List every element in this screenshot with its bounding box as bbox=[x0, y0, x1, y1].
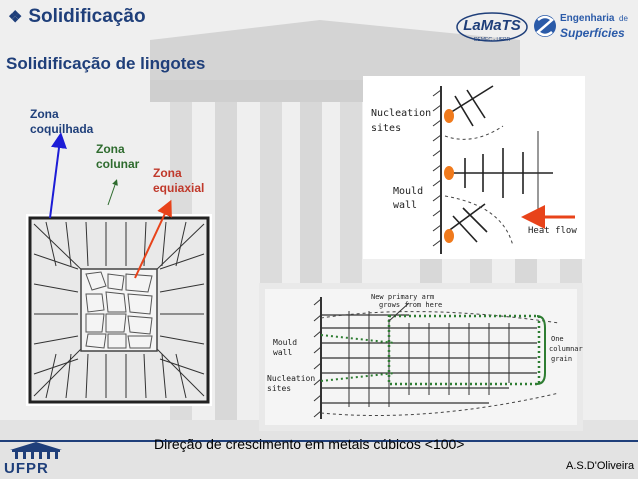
engenharia-logo: Engenharia de Superfícies bbox=[534, 13, 628, 40]
one-columnar-grain-label-3: grain bbox=[551, 355, 572, 363]
diamond-bullet-icon: ❖ bbox=[8, 9, 23, 26]
lamats-logo-subtext: DEMEC - UFPR bbox=[474, 37, 511, 43]
lamats-logo: LaMaTS DEMEC - UFPR bbox=[456, 12, 528, 43]
engenharia-logo-de: de bbox=[619, 14, 628, 23]
columnar-grain-diagram: New primary arm grows from here Mould wa… bbox=[259, 283, 583, 431]
ingot-cross-section-image bbox=[26, 214, 212, 406]
nucleation-bottom-label-2: sites bbox=[267, 384, 291, 393]
engenharia-logo-line1: Engenharia bbox=[560, 13, 615, 24]
new-arm-label-2: grows from here bbox=[379, 301, 442, 309]
nucleation-dot bbox=[444, 229, 454, 243]
mould-wall-label-1: Mould bbox=[393, 186, 423, 197]
columnar-grain-box bbox=[387, 314, 541, 386]
new-arm-label-1: New primary arm bbox=[371, 293, 434, 301]
nucleation-sites-label-2: sites bbox=[371, 123, 401, 134]
author-credit: A.S.D'Oliveira bbox=[566, 460, 635, 472]
mould-wall-bottom-label-2: wall bbox=[273, 348, 292, 357]
nucleation-diagram: Nucleation sites Mould wall Heat flow bbox=[363, 76, 585, 259]
arrow-equiaxial bbox=[134, 199, 172, 279]
caption: Direção de crescimento em metais cúbicos… bbox=[154, 436, 465, 452]
arrow-colunar bbox=[107, 179, 118, 206]
one-columnar-grain-label-1: One bbox=[551, 335, 564, 343]
nucleation-dot bbox=[444, 166, 454, 180]
mould-wall-bottom-label-1: Mould bbox=[273, 338, 297, 347]
ufpr-building-icon bbox=[10, 442, 62, 459]
nucleation-bottom-label-1: Nucleation bbox=[267, 374, 315, 383]
engenharia-logo-line2: Superfícies bbox=[560, 26, 625, 40]
mould-wall-label-2: wall bbox=[393, 200, 417, 211]
nucleation-dot bbox=[444, 109, 454, 123]
zona-colunar-label: Zona colunar bbox=[96, 142, 140, 171]
slide-title-text: Solidificação bbox=[28, 6, 146, 27]
ufpr-logo-text: UFPR bbox=[4, 460, 49, 477]
one-columnar-grain-label-2: columnar bbox=[549, 345, 583, 353]
nucleation-sites-label-1: Nucleation bbox=[371, 108, 431, 119]
slide-subtitle: Solidificação de lingotes bbox=[6, 54, 206, 73]
zona-coquilhada-label: Zona coquilhada bbox=[30, 107, 94, 136]
slide-title: ❖ Solidificação bbox=[8, 6, 146, 28]
s-swirl-icon bbox=[536, 15, 554, 37]
zona-equiaxial-label: Zona equiaxial bbox=[153, 166, 205, 195]
heat-flow-label: Heat flow bbox=[528, 226, 577, 236]
arrow-coquilhada bbox=[49, 132, 67, 219]
lamats-logo-text: LaMaTS bbox=[463, 17, 521, 34]
